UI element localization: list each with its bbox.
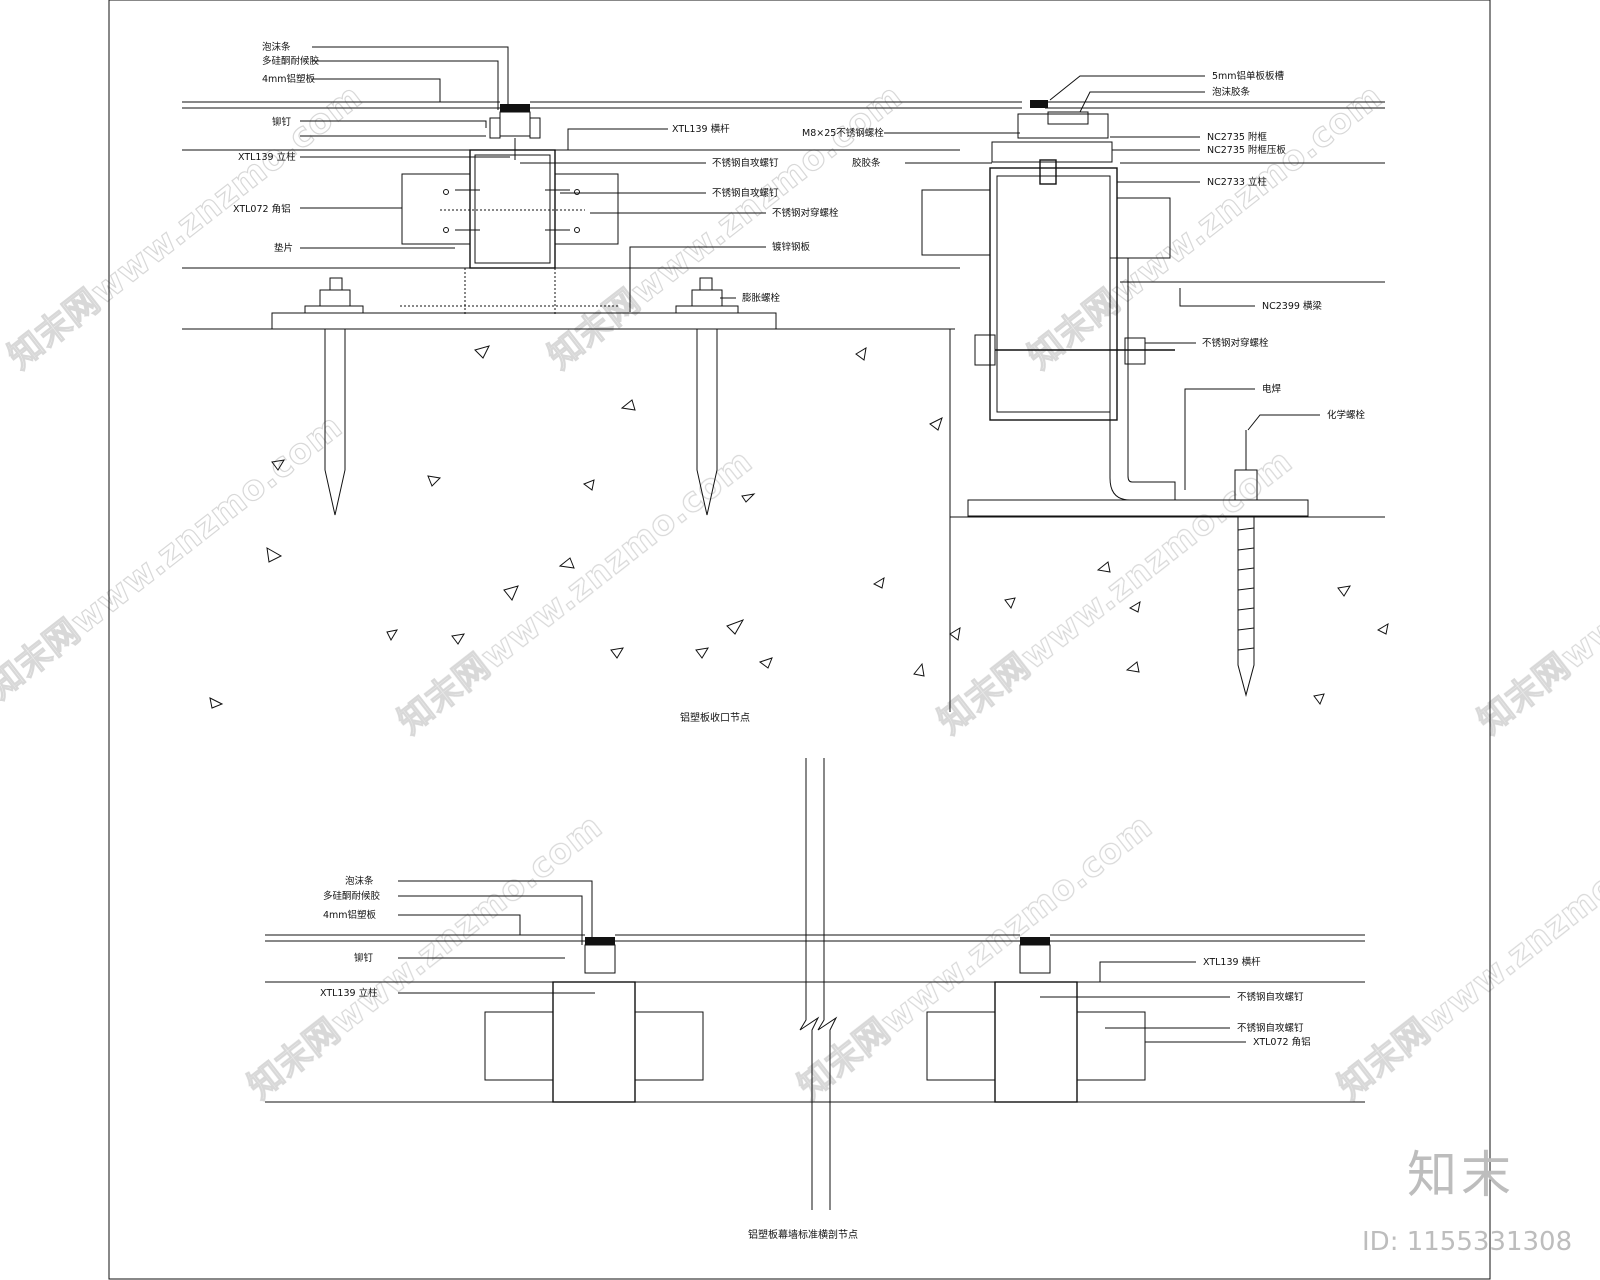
callout-transom: XTL139 横杆: [672, 123, 730, 135]
callout-self-tapping-screw-1: 不锈钢自攻螺钉: [712, 157, 779, 169]
detail-top-right: [921, 100, 1385, 697]
callout-silicone-sealant-b: 多硅酮耐候胶: [323, 890, 381, 902]
callout-foam-strip-b: 泡沫条: [345, 875, 374, 887]
callouts-bottom: 泡沫条 多硅酮耐候胶 4mm铝塑板 铆钉 XTL139 立柱 XTL139 横杆…: [320, 875, 1311, 1048]
callout-rivet-b: 铆钉: [354, 952, 374, 964]
callout-aluminum-panel: 4mm铝塑板: [262, 73, 316, 85]
watermark-8: 知末网www.znzmo.com: [241, 806, 610, 1107]
watermark-layer: 知末网www.znzmo.com 知末网www.znzmo.com 知末网www…: [0, 76, 1600, 1108]
callout-weld: 电焊: [1262, 383, 1282, 395]
detail-bottom: [265, 758, 1365, 1210]
watermark-4: 知末网www.znzmo.com: [0, 406, 350, 707]
callout-through-bolt: 不锈钢对穿螺栓: [772, 207, 839, 219]
callout-screw-b2: 不锈钢自攻螺钉: [1237, 1022, 1304, 1034]
callout-angle-b: XTL072 角铝: [1253, 1036, 1311, 1048]
callout-expansion-bolt: 膨胀螺栓: [742, 292, 781, 304]
callout-chemical-bolt: 化学螺栓: [1327, 409, 1366, 421]
callout-shim: 垫片: [274, 242, 293, 254]
callout-foam-gasket: 泡沫胶条: [1212, 86, 1251, 98]
callout-rivet: 铆钉: [272, 116, 292, 128]
detail-top-left: [182, 101, 1022, 712]
callout-subframe: NC2735 附框: [1207, 131, 1267, 143]
concrete-aggregate: [209, 345, 1389, 709]
watermark-2: 知末网www.znzmo.com: [541, 76, 910, 377]
callout-angle: XTL072 角铝: [233, 203, 291, 215]
caption-top-left: 铝塑板收口节点: [680, 711, 750, 724]
watermark-3: 知末网www.znzmo.com: [1021, 76, 1390, 377]
caption-bottom: 铝塑板幕墙标准横剖节点: [748, 1228, 858, 1241]
callout-foam-strip: 泡沫条: [262, 41, 291, 53]
image-id: ID: 1155331308: [1362, 1227, 1572, 1257]
callout-screw-b1: 不锈钢自攻螺钉: [1237, 991, 1304, 1003]
callout-mullion-b: XTL139 立柱: [320, 987, 378, 999]
callouts-top-left-left: 泡沫条 多硅酮耐候胶 4mm铝塑板 铆钉 XTL139 立柱 XTL072 角铝…: [233, 41, 510, 254]
callout-nc-transom: NC2399 横梁: [1262, 300, 1322, 312]
callout-panel-groove: 5mm铝单板板槽: [1212, 70, 1285, 82]
callout-nc-through-bolt: 不锈钢对穿螺栓: [1202, 337, 1269, 349]
callout-m8-bolt: M8×25不锈钢螺栓: [802, 127, 884, 139]
brand-logo: 知末: [1407, 1146, 1515, 1204]
watermark-6: 知末网www.znzmo.com: [931, 441, 1300, 742]
drawing-frame: [108, 0, 1491, 1280]
callouts-top-left-right: XTL139 横杆 不锈钢自攻螺钉 不锈钢自攻螺钉 不锈钢对穿螺栓 镀锌钢板 膨…: [520, 123, 839, 312]
watermark-9: 知末网www.znzmo.com: [791, 806, 1160, 1107]
callout-transom-b: XTL139 横杆: [1203, 956, 1261, 968]
watermark-10: 知末网www.znzmo.com: [1331, 806, 1600, 1107]
callout-subframe-plate: NC2735 附框压板: [1207, 144, 1286, 156]
callout-mullion: XTL139 立柱: [238, 151, 296, 163]
callout-nc-mullion: NC2733 立柱: [1207, 176, 1267, 188]
callout-galvanized-plate: 镀锌钢板: [772, 241, 811, 253]
callout-aluminum-panel-b: 4mm铝塑板: [323, 909, 377, 921]
callout-silicone-sealant: 多硅酮耐候胶: [262, 55, 320, 67]
callout-self-tapping-screw-2: 不锈钢自攻螺钉: [712, 187, 779, 199]
callout-gasket: 胶胶条: [852, 157, 881, 169]
callouts-top-right: 5mm铝单板板槽 泡沫胶条 M8×25不锈钢螺栓 胶胶条 NC2735 附框 N…: [802, 70, 1366, 490]
watermark-5: 知末网www.znzmo.com: [391, 441, 760, 742]
